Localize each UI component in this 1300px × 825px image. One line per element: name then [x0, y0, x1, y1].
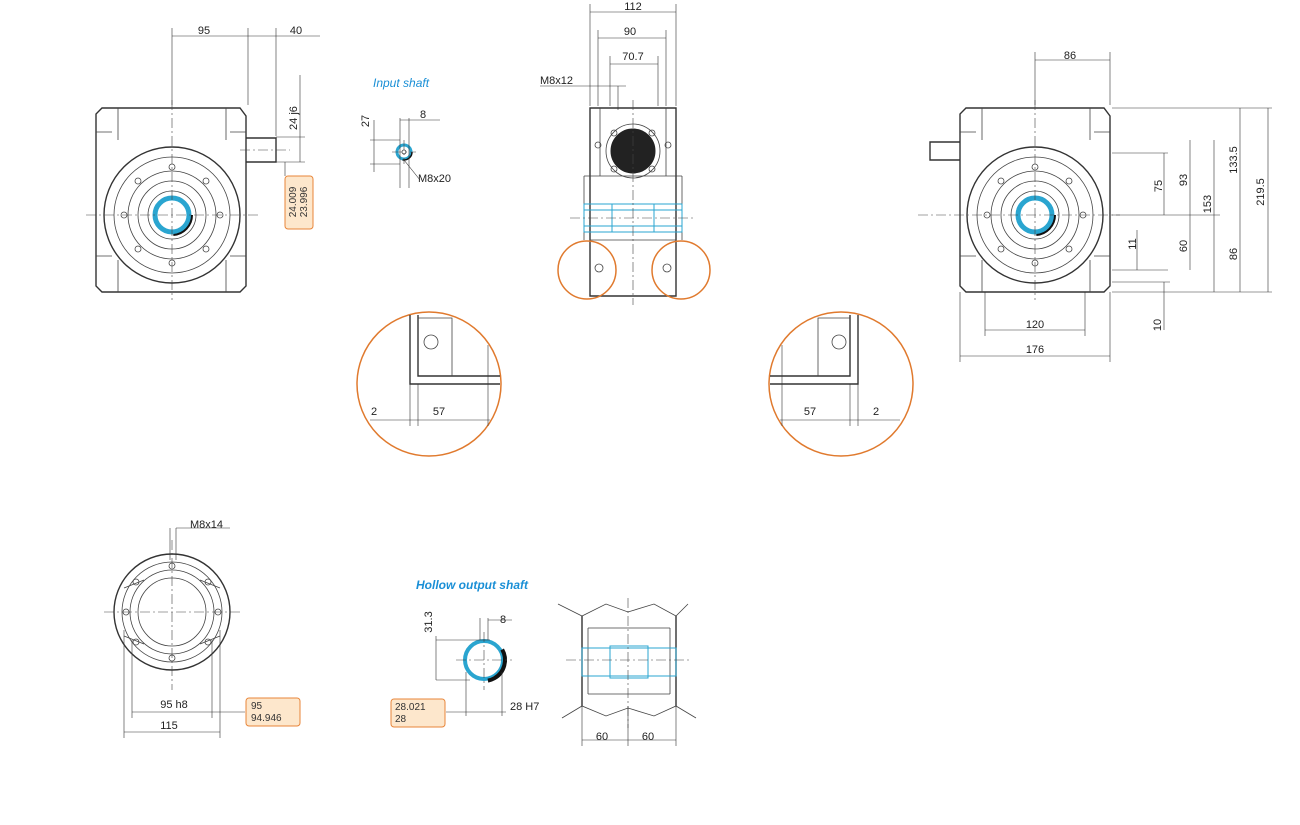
front-view — [86, 28, 320, 300]
dim-right-11: 11 — [1127, 238, 1139, 249]
dim-input-27: 27 — [360, 115, 372, 127]
dim-right-153: 153 — [1202, 195, 1214, 213]
dim-right-219-5: 219.5 — [1255, 178, 1267, 206]
title-hollow-output-shaft: Hollow output shaft — [416, 578, 529, 592]
dim-flange-115: 115 — [160, 720, 178, 732]
dim-right-93: 93 — [1178, 174, 1190, 186]
dim-front-24j6: 24 j6 — [288, 106, 300, 130]
tolerance-flange-lower: 94.946 — [251, 713, 282, 724]
dim-top-112: 112 — [624, 1, 642, 13]
flange-view — [104, 527, 245, 738]
dim-right-75: 75 — [1153, 180, 1165, 192]
side-view — [540, 4, 696, 305]
tolerance-box-flange — [245, 697, 301, 727]
dim-top-90: 90 — [624, 26, 636, 38]
dim-flange-m8x14: M8x14 — [190, 519, 223, 531]
detail-marker-right — [651, 240, 711, 300]
input-shaft-detail — [370, 118, 440, 188]
detail-left — [356, 311, 502, 457]
dim-detail-left-2: 2 — [371, 406, 377, 418]
dim-section-60-left: 60 — [596, 731, 608, 743]
tolerance-box-hollow — [390, 698, 446, 728]
dim-top-70-7: 70.7 — [622, 51, 643, 63]
tolerance-flange-upper: 95 — [251, 701, 263, 712]
tolerance-input-upper: 24.009 — [288, 186, 299, 217]
dim-front-40: 40 — [290, 25, 302, 37]
dim-right-133-5: 133.5 — [1228, 146, 1240, 174]
detail-right — [768, 311, 914, 457]
tolerance-hollow-lower: 28 — [395, 714, 407, 725]
detail-marker-left — [557, 240, 617, 300]
dim-detail-right-57: 57 — [804, 406, 816, 418]
dim-right-176: 176 — [1026, 344, 1044, 356]
dim-hollow-28h7: 28 H7 — [510, 701, 539, 713]
dim-section-60-right: 60 — [642, 731, 654, 743]
section-view — [557, 598, 697, 746]
dim-top-m8x12: M8x12 — [540, 75, 573, 87]
dim-hollow-8: 8 — [500, 614, 506, 626]
tolerance-box-input-shaft — [284, 175, 314, 230]
dim-front-95: 95 — [198, 25, 210, 37]
right-view — [918, 52, 1272, 362]
hollow-shaft-detail — [435, 618, 512, 716]
tolerance-hollow-upper: 28.021 — [395, 702, 426, 713]
dim-right-86-side: 86 — [1228, 248, 1240, 260]
dim-detail-right-2: 2 — [873, 406, 879, 418]
dim-hollow-31-3: 31.3 — [423, 611, 435, 632]
dim-right-120: 120 — [1026, 319, 1044, 331]
dim-right-60: 60 — [1178, 240, 1190, 252]
dim-right-10: 10 — [1152, 319, 1164, 331]
title-input-shaft: Input shaft — [373, 76, 430, 90]
tolerance-input-lower: 23.996 — [299, 186, 310, 217]
dim-detail-left-57: 57 — [433, 406, 445, 418]
dim-flange-95h8: 95 h8 — [160, 699, 188, 711]
dim-input-8: 8 — [420, 109, 426, 121]
dim-right-86-top: 86 — [1064, 50, 1076, 62]
dim-input-m8x20: M8x20 — [418, 173, 451, 185]
